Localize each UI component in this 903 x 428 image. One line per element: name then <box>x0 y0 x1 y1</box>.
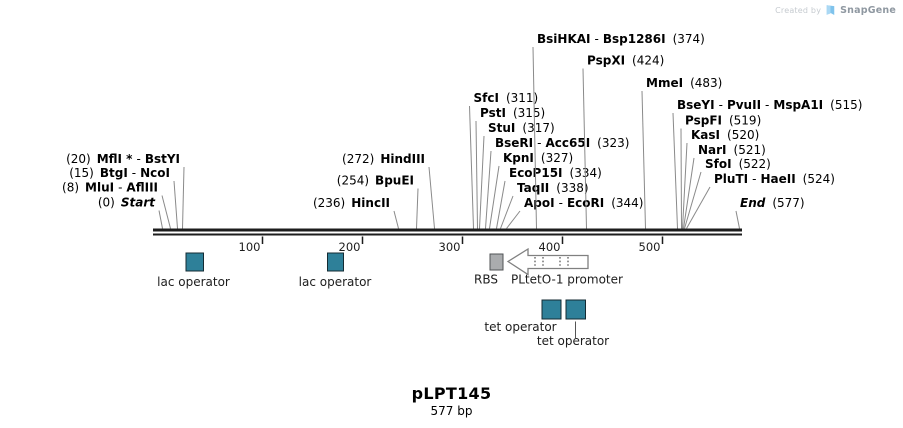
plasmid-name: pLPT145 <box>411 384 492 403</box>
enzyme-label-start[interactable]: (0)Start <box>98 196 163 229</box>
sequence-line <box>153 228 742 232</box>
svg-text:StuI(317): StuI(317) <box>488 121 555 135</box>
svg-text:PstI(315): PstI(315) <box>480 106 545 120</box>
svg-text:BsiHKAI-Bsp1286I(374): BsiHKAI-Bsp1286I(374) <box>537 32 705 46</box>
svg-text:(0)Start: (0)Start <box>98 196 156 210</box>
enzyme-label-end[interactable]: End(577) <box>735 196 805 229</box>
ruler-tick-500: 500 <box>639 236 664 254</box>
enzyme-label-hindiii[interactable]: (272)HindIII <box>342 152 435 229</box>
snapgene-brand-text: SnapGene <box>840 5 896 16</box>
feature-rbs-2[interactable]: RBS <box>474 253 504 287</box>
svg-text:PluTI-HaeII(524): PluTI-HaeII(524) <box>714 172 835 186</box>
enzyme-label-mmei[interactable]: MmeI(483) <box>641 76 722 229</box>
svg-text:End(577): End(577) <box>740 196 805 210</box>
svg-text:(272)HindIII: (272)HindIII <box>342 152 425 166</box>
svg-text:KpnI(327): KpnI(327) <box>503 151 573 165</box>
svg-text:100: 100 <box>239 240 261 254</box>
enzyme-label-mfli[interactable]: (20)MflI *-BstYI <box>66 152 185 229</box>
enzyme-label-mlui[interactable]: (8)MluI-AflIII <box>62 181 171 229</box>
svg-text:BseYI-PvuII-MspA1I(515): BseYI-PvuII-MspA1I(515) <box>677 98 862 112</box>
created-by-text: Created by <box>775 6 822 15</box>
svg-text:ApoI-EcoRI(344): ApoI-EcoRI(344) <box>524 196 643 210</box>
svg-text:TaqII(338): TaqII(338) <box>517 181 589 195</box>
svg-text:EcoP15I(334): EcoP15I(334) <box>509 166 602 180</box>
svg-text:200: 200 <box>339 240 361 254</box>
enzyme-label-bseri[interactable]: BseRI-Acc65I(323) <box>485 136 630 229</box>
enzyme-label-bsihkai[interactable]: BsiHKAI-Bsp1286I(374) <box>532 32 705 229</box>
enzyme-label-sfoi[interactable]: SfoI(522) <box>684 157 771 229</box>
feature-label: lac operator <box>299 275 372 289</box>
enzyme-label-btgi[interactable]: (15)BtgI-NcoI <box>69 166 178 229</box>
ruler-tick-400: 400 <box>539 236 564 254</box>
snapgene-logo-icon <box>826 5 835 15</box>
snapgene-attribution: Created by SnapGene <box>775 4 896 17</box>
feature-label: PLtetO-1 promoter <box>511 273 623 287</box>
enzyme-label-pluti[interactable]: PluTI-HaeII(524) <box>686 172 835 229</box>
svg-text:SfoI(522): SfoI(522) <box>705 157 771 171</box>
svg-text:(236)HincII: (236)HincII <box>313 196 390 210</box>
svg-text:(15)BtgI-NcoI: (15)BtgI-NcoI <box>69 166 170 180</box>
enzyme-label-hincii[interactable]: (236)HincII <box>313 196 399 229</box>
enzyme-label-pspfi[interactable]: PspFI(519) <box>680 114 761 229</box>
ruler-tick-300: 300 <box>439 236 464 254</box>
plasmid-title-block: pLPT145 577 bp <box>0 384 903 418</box>
sequence-line-bottom <box>153 233 742 236</box>
feature-plteto-1-promoter-3[interactable]: PLtetO-1 promoter <box>506 247 623 287</box>
enzyme-label-pspxi[interactable]: PspXI(424) <box>582 54 664 229</box>
enzyme-label-kpni[interactable]: KpnI(327) <box>489 151 574 229</box>
svg-text:300: 300 <box>439 240 461 254</box>
svg-text:BseRI-Acc65I(323): BseRI-Acc65I(323) <box>495 136 629 150</box>
svg-text:PspFI(519): PspFI(519) <box>685 114 761 128</box>
enzyme-label-nari[interactable]: NarI(521) <box>683 143 766 229</box>
feature-label: lac operator <box>157 275 230 289</box>
svg-text:400: 400 <box>539 240 561 254</box>
svg-text:(254)BpuEI: (254)BpuEI <box>337 174 414 188</box>
svg-text:500: 500 <box>639 240 661 254</box>
svg-text:SfcI(311): SfcI(311) <box>474 91 539 105</box>
enzyme-label-stui[interactable]: StuI(317) <box>479 121 555 229</box>
feature-label: RBS <box>474 273 498 287</box>
svg-text:(8)MluI-AflIII: (8)MluI-AflIII <box>62 181 158 195</box>
svg-text:NarI(521): NarI(521) <box>698 143 766 157</box>
svg-text:(20)MflI *-BstYI: (20)MflI *-BstYI <box>66 152 180 166</box>
feature-tet-operator-4[interactable]: tet operator <box>484 299 562 334</box>
promoter-arrow-left <box>506 247 589 276</box>
feature-lac-operator-1[interactable]: lac operator <box>299 252 372 289</box>
enzyme-label-apoi[interactable]: ApoI-EcoRI(344) <box>506 196 644 229</box>
enzyme-label-sfci[interactable]: SfcI(311) <box>469 91 539 229</box>
enzyme-label-kasi[interactable]: KasI(520) <box>682 128 760 229</box>
enzyme-label-bpuei[interactable]: (254)BpuEI <box>337 174 419 229</box>
svg-text:PspXI(424): PspXI(424) <box>587 54 664 68</box>
ruler-tick-200: 200 <box>339 236 364 254</box>
enzyme-label-bseyi[interactable]: BseYI-PvuII-MspA1I(515) <box>672 98 862 229</box>
ruler-tick-100: 100 <box>239 236 264 254</box>
enzyme-label-psti[interactable]: PstI(315) <box>475 106 545 229</box>
feature-label: tet operator <box>537 334 609 348</box>
feature-tet-operator-5[interactable]: tet operator <box>537 299 609 348</box>
svg-text:KasI(520): KasI(520) <box>691 128 759 142</box>
feature-label: tet operator <box>484 320 556 334</box>
enzyme-label-taqii[interactable]: TaqII(338) <box>500 181 589 229</box>
svg-text:MmeI(483): MmeI(483) <box>646 76 722 90</box>
plasmid-length: 577 bp <box>430 404 473 418</box>
feature-lac-operator-0[interactable]: lac operator <box>157 252 230 289</box>
